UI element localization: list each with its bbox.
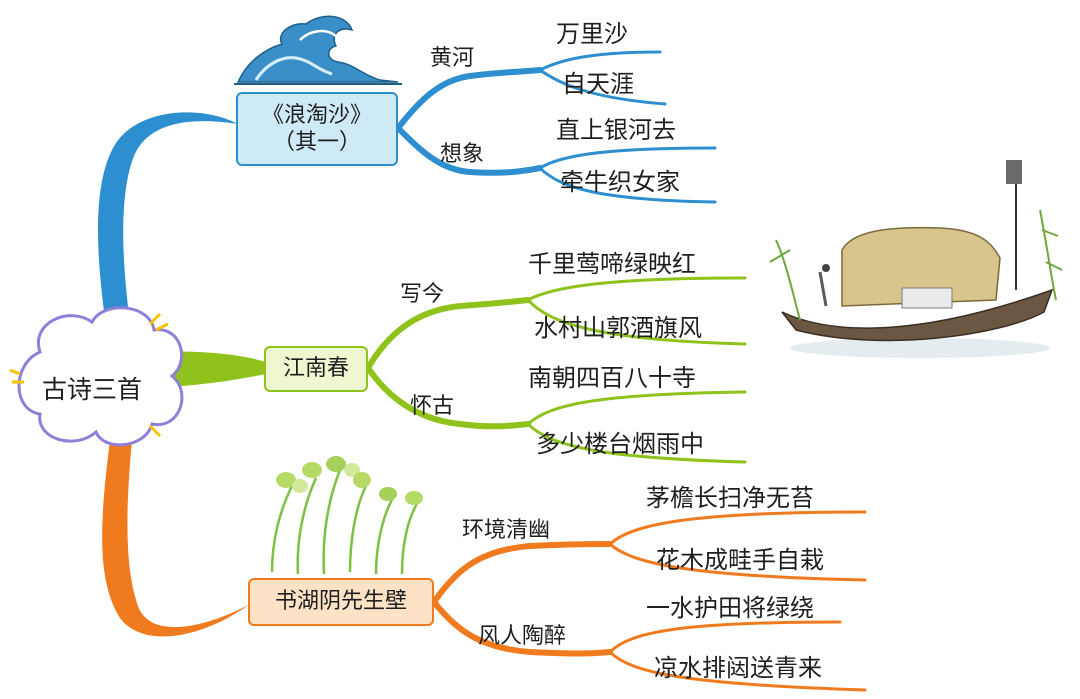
poem-line: 水村山郭酒旗风 [534,314,702,342]
poem-node-jiangnanchun: 江南春 [264,346,368,392]
section-label: 写今 [400,282,445,307]
wave-illustration [234,15,402,85]
poem-line: 花木成畦手自栽 [656,546,824,574]
orange-branches [431,510,867,692]
poem-title: 书湖阴先生壁 [274,589,407,615]
section-label: 想象 [440,142,485,167]
poem-line: 凉水排闼送青来 [654,654,822,682]
section-label: 环境清幽 [462,518,551,543]
poem-line: 千里莺啼绿映红 [528,250,696,278]
poem-line: 一水护田将绿绕 [646,594,814,622]
green-branches [365,276,747,464]
poem-title-line2: （其一） [272,130,361,155]
poem-title-line1: 《浪淘沙》 [261,102,372,128]
poem-node-langtaosha: 《浪淘沙》 （其一） [236,92,398,166]
trunk-blue [98,112,238,341]
section-label: 黄河 [430,46,475,71]
poem-line: 自天涯 [562,70,634,98]
root-label: 古诗三首 [42,375,143,404]
poem-line: 南朝四百八十寺 [528,364,696,392]
blue-branches [395,50,717,204]
poem-line: 牵牛织女家 [560,168,680,196]
poem-node-shuhuyin: 书湖阴先生壁 [248,578,434,626]
section-label: 风人陶醉 [478,624,567,649]
poem-line: 万里沙 [556,20,628,48]
sprouts-illustration [270,456,423,575]
root-cloud [9,306,184,447]
trunk-orange [102,440,250,637]
section-label: 怀古 [410,394,455,419]
boat-illustration [769,160,1063,358]
poem-title: 江南春 [282,356,349,382]
poem-line: 茅檐长扫净无苔 [646,484,814,512]
poem-line: 多少楼台烟雨中 [536,430,704,458]
poem-line: 直上银河去 [556,116,676,144]
